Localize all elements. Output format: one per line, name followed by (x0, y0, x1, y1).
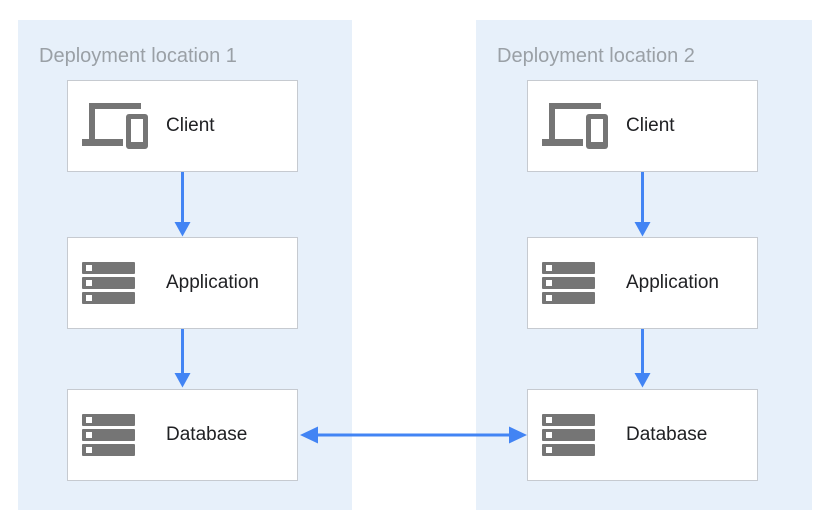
node-client-1: Client (67, 80, 298, 172)
server-stack-icon (82, 262, 148, 304)
node-label: Client (626, 115, 675, 136)
deployment-zone-2: Deployment location 2 Client (476, 20, 812, 510)
server-stack-icon (542, 262, 608, 304)
server-stack-icon (542, 414, 608, 456)
node-label: Database (626, 424, 708, 445)
node-database-2: Database (527, 389, 758, 481)
server-stack-icon (82, 414, 148, 456)
zone-title: Deployment location 2 (497, 45, 695, 67)
node-label: Application (626, 272, 719, 293)
node-application-2: Application (527, 237, 758, 329)
client-devices-icon (82, 103, 148, 149)
node-label: Application (166, 272, 259, 293)
node-database-1: Database (67, 389, 298, 481)
zone-title: Deployment location 1 (39, 45, 237, 67)
client-devices-icon (542, 103, 608, 149)
node-label: Database (166, 424, 248, 445)
node-label: Client (166, 115, 215, 136)
deployment-zone-1: Deployment location 1 Client (18, 20, 352, 510)
node-client-2: Client (527, 80, 758, 172)
node-application-1: Application (67, 237, 298, 329)
